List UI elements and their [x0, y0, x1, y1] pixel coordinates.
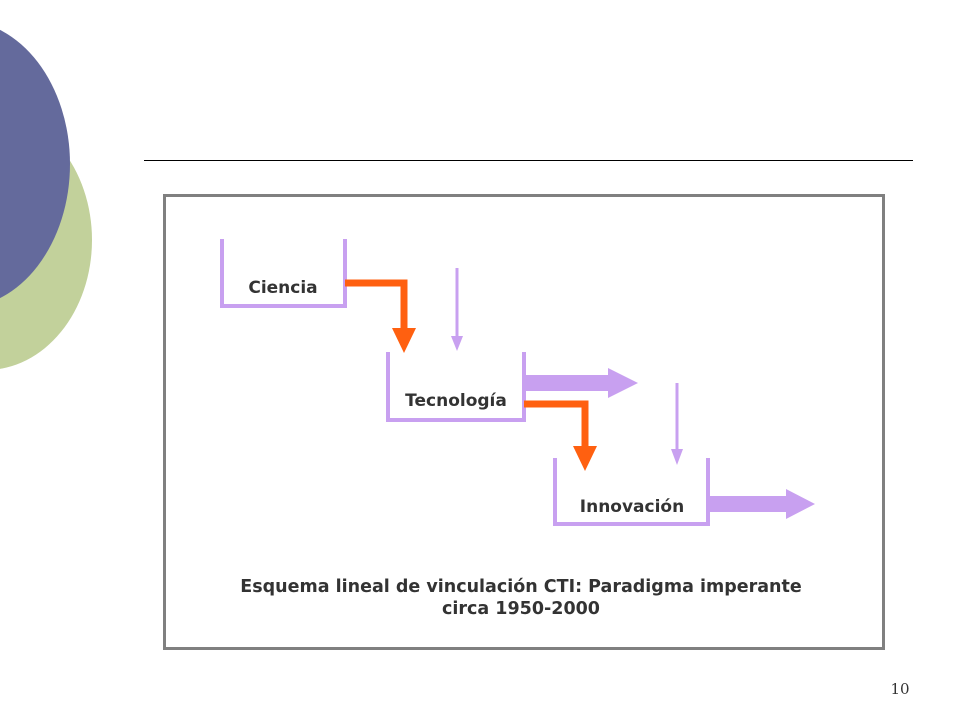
- stage-label-innovacion: Innovación: [580, 497, 684, 517]
- output-arrow-tecnologia: [524, 368, 638, 398]
- stage-label-tecnologia: Tecnología: [405, 391, 507, 411]
- stage-bracket-innovacion: [553, 458, 710, 526]
- caption-line-1: Esquema lineal de vinculación CTI: Parad…: [240, 577, 802, 597]
- stage-bracket-ciencia: [220, 239, 347, 308]
- input-arrow-innovacion: [671, 383, 683, 465]
- flow-arrow-ciencia-to-tecnologia: [345, 279, 416, 353]
- output-arrow-innovacion: [708, 489, 815, 519]
- input-arrow-tecnologia: [451, 268, 463, 351]
- title-divider: [144, 160, 913, 161]
- page-number: 10: [890, 680, 910, 698]
- diagram-caption: Esquema lineal de vinculación CTI: Parad…: [168, 576, 874, 620]
- stage-label-ciencia: Ciencia: [248, 278, 317, 298]
- flow-arrow-tecnologia-to-innovacion: [524, 400, 597, 471]
- caption-line-2: circa 1950-2000: [442, 599, 600, 619]
